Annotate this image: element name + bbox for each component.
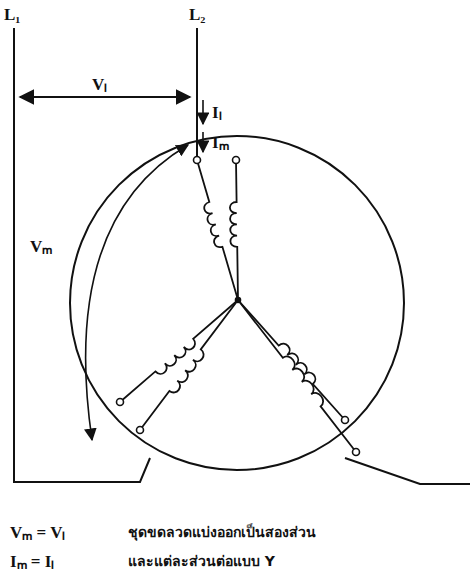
winding-coil [238, 300, 345, 420]
supply-line-l3 [345, 458, 470, 484]
stator-windings [120, 160, 356, 452]
winding-coil [140, 300, 238, 430]
equation: Iₘ = Iₗ [10, 553, 54, 570]
star-point [236, 298, 241, 303]
equation: Vₘ = Vₗ [10, 524, 65, 541]
current-label: Iₗ [212, 104, 222, 121]
terminal [137, 427, 144, 434]
note-text: และแต่ละส่วนต่อแบบ Y [128, 554, 275, 568]
line-name: L₁ [4, 6, 20, 23]
line-name: L₂ [189, 6, 205, 23]
current-arrow [202, 132, 204, 152]
motor-frame [70, 136, 404, 470]
winding-coil [238, 300, 356, 452]
terminal [117, 399, 124, 406]
terminal [342, 417, 349, 424]
voltage-label: Vₘ [30, 238, 52, 255]
voltage-label: Vₗ [92, 76, 107, 93]
note-text: ชุดขดลวดแบ่งออกเป็นสองส่วน [128, 525, 316, 539]
voltage-arrow [86, 145, 188, 440]
terminal [233, 157, 240, 164]
terminal [194, 157, 201, 164]
winding-coil [197, 160, 238, 300]
winding-coil [120, 300, 238, 402]
terminal [353, 449, 360, 456]
supply-line-l2 [196, 28, 198, 158]
current-arrow [202, 100, 204, 124]
voltage-arrow [20, 96, 190, 98]
winding-coil [230, 160, 238, 300]
current-label: Iₘ [212, 134, 229, 151]
terminals [117, 157, 360, 456]
